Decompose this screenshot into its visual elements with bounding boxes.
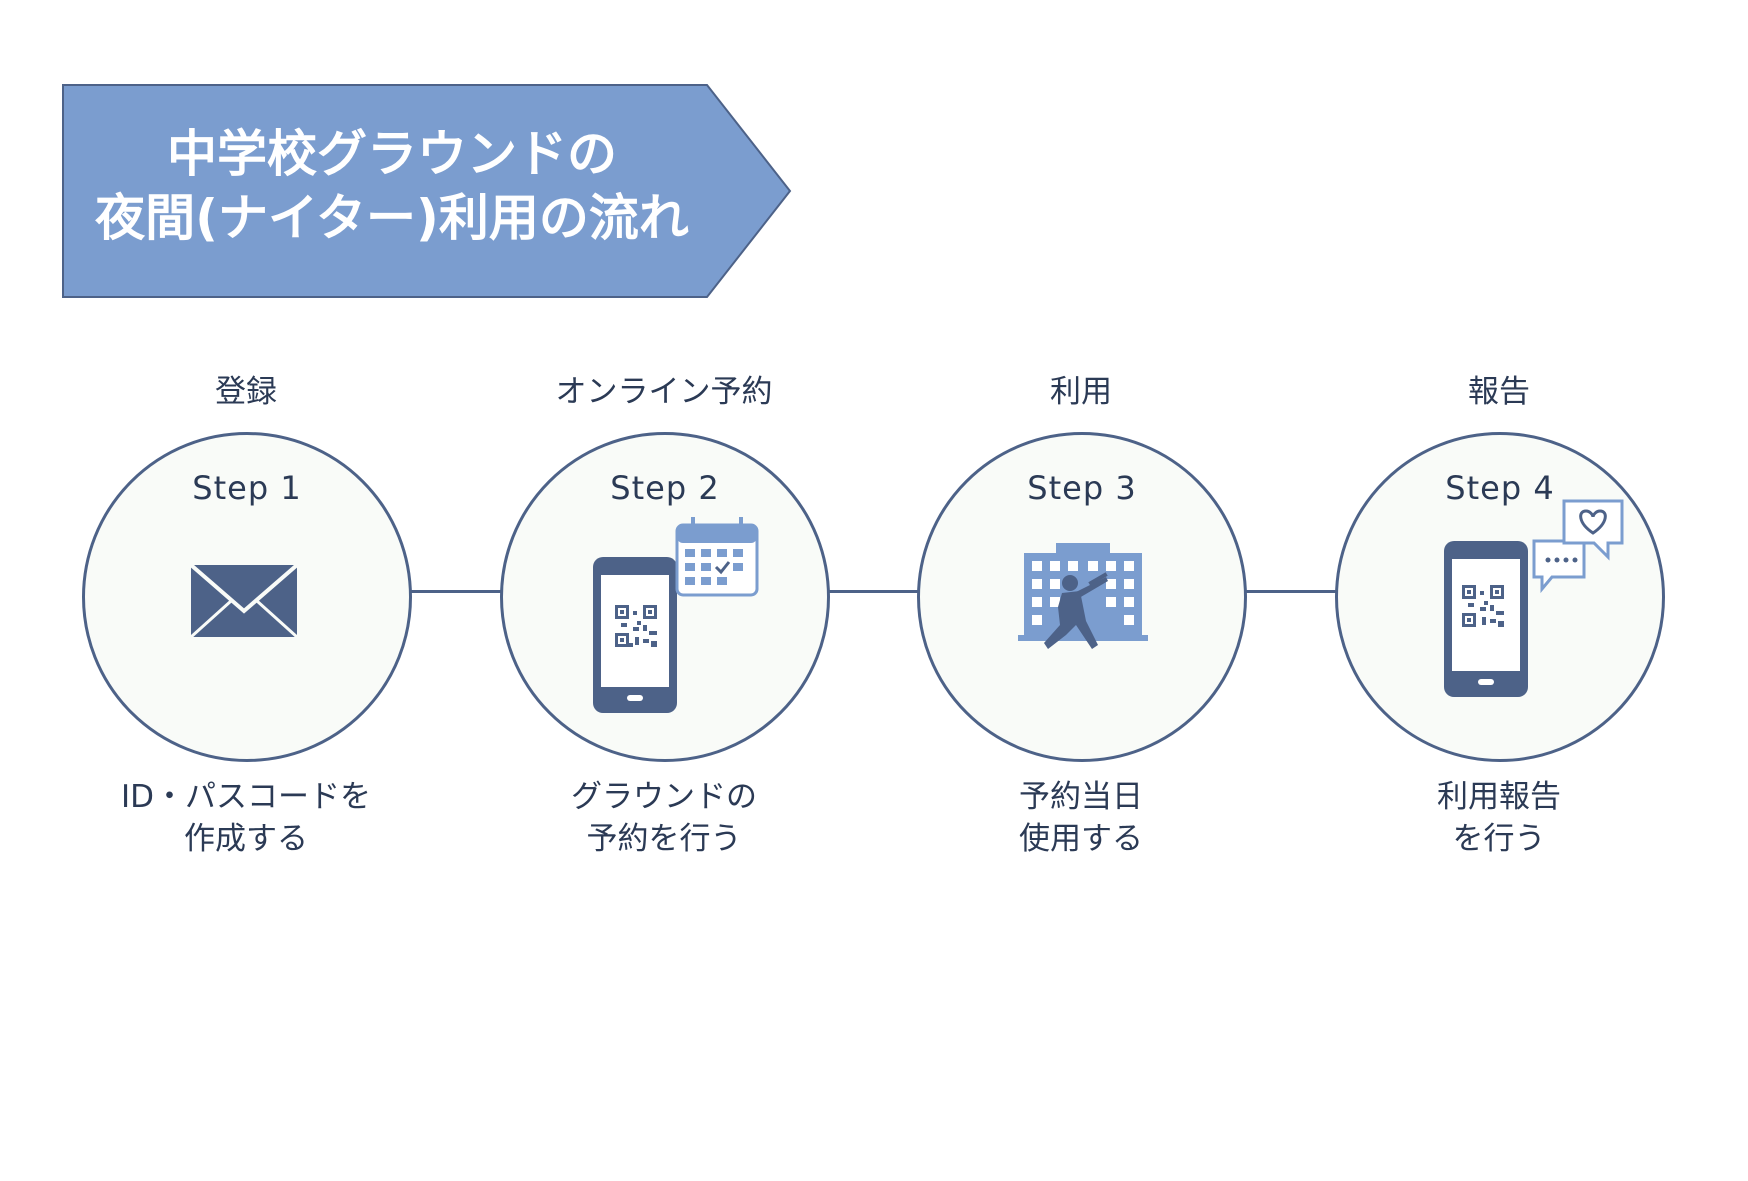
- smartphone-chat-heart-icon: [1444, 499, 1624, 697]
- step-circle: Step 1: [82, 432, 412, 762]
- title-line-2: 夜間(ナイター)利用の流れ: [95, 189, 689, 247]
- title-banner: 中学校グラウンドの 夜間(ナイター)利用の流れ: [62, 84, 792, 298]
- banner-arrow-shape: [62, 84, 792, 298]
- step-circle: Step 4: [1335, 432, 1665, 762]
- step-title: Step 3: [1027, 469, 1137, 507]
- desc-line-1: グラウンドの: [571, 779, 757, 815]
- school-baseball-icon: [1018, 543, 1148, 649]
- smartphone-qr-calendar-icon: [593, 517, 759, 713]
- connector-1-2: [411, 590, 501, 593]
- step-title: Step 4: [1445, 469, 1555, 507]
- step-label: 報告: [1468, 374, 1530, 410]
- desc-line-2: 作成する: [184, 821, 308, 857]
- step-label: 登録: [215, 374, 277, 410]
- desc-line-1: 利用報告: [1437, 779, 1561, 815]
- desc-line-2: 予約を行う: [586, 821, 742, 857]
- page-title: 中学校グラウンドの 夜間(ナイター)利用の流れ: [62, 122, 722, 250]
- envelope-icon: [189, 563, 299, 639]
- title-line-1: 中学校グラウンドの: [167, 125, 617, 183]
- step-description: 利用報告 を行う: [1289, 776, 1709, 860]
- connector-2-3: [829, 590, 919, 593]
- step-circle: Step 2: [500, 432, 830, 762]
- step-circle: Step 3: [917, 432, 1247, 762]
- desc-line-1: 予約当日: [1019, 779, 1143, 815]
- step-title: Step 1: [192, 469, 302, 507]
- step-label: オンライン予約: [555, 374, 773, 410]
- step-label: 利用: [1050, 374, 1112, 410]
- connector-3-4: [1246, 590, 1336, 593]
- desc-line-2: を行う: [1452, 821, 1546, 857]
- step-description: 予約当日 使用する: [871, 776, 1291, 860]
- step-description: グラウンドの 予約を行う: [454, 776, 874, 860]
- desc-line-2: 使用する: [1019, 821, 1143, 857]
- step-title: Step 2: [610, 469, 720, 507]
- step-description: ID・パスコードを 作成する: [36, 776, 456, 860]
- desc-line-1: ID・パスコードを: [120, 779, 371, 815]
